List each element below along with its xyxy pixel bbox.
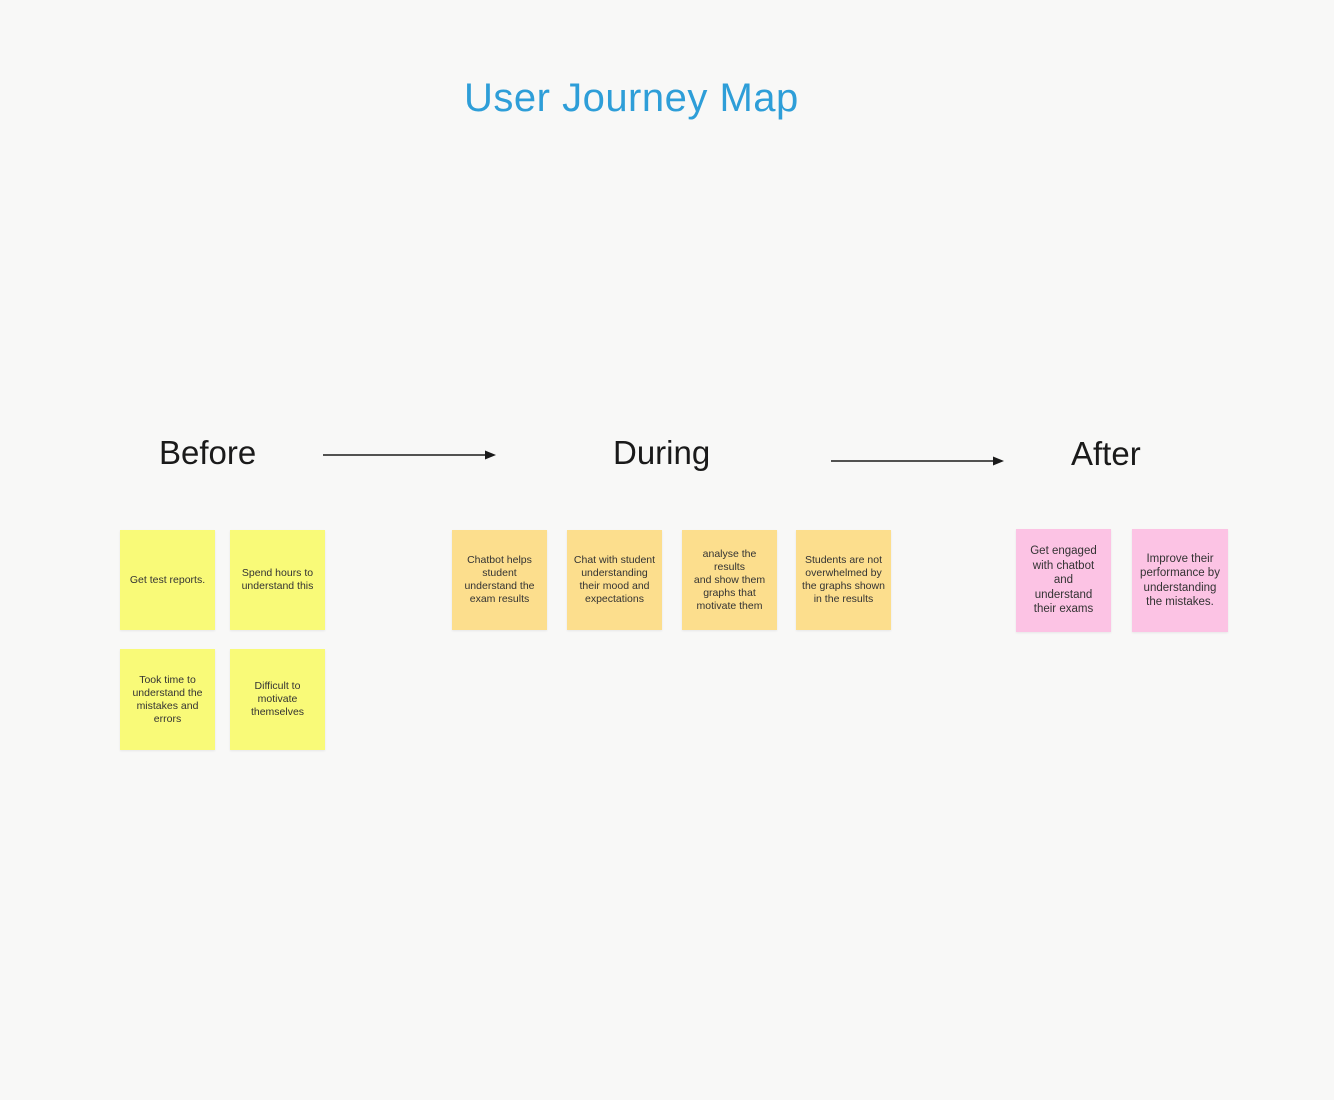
sticky-note-before-4[interactable]: Difficult to motivate themselves [230, 649, 325, 750]
phase-label-before: Before [159, 434, 257, 471]
phase-label-during: During [613, 434, 711, 471]
sticky-note-during-2[interactable]: Chat with student understanding their mo… [567, 530, 662, 630]
sticky-note-before-3[interactable]: Took time to understand the mistakes and… [120, 649, 215, 750]
sticky-note-after-2[interactable]: Improve their performance by understandi… [1132, 529, 1228, 632]
phase-label-after: After [1071, 435, 1141, 472]
sticky-note-during-1[interactable]: Chatbot helps student understand the exa… [452, 530, 547, 630]
arrow-before-to-during-icon [323, 450, 496, 460]
arrow-during-to-after-icon [831, 456, 1004, 466]
sticky-note-after-1[interactable]: Get engaged with chatbot and understand … [1016, 529, 1111, 632]
sticky-note-before-1[interactable]: Get test reports. [120, 530, 215, 630]
sticky-note-during-4[interactable]: Students are not overwhelmed by the grap… [796, 530, 891, 630]
sticky-note-during-3[interactable]: analyse the results and show them graphs… [682, 530, 777, 630]
page-title: User Journey Map [464, 76, 799, 120]
sticky-note-before-2[interactable]: Spend hours to understand this [230, 530, 325, 630]
